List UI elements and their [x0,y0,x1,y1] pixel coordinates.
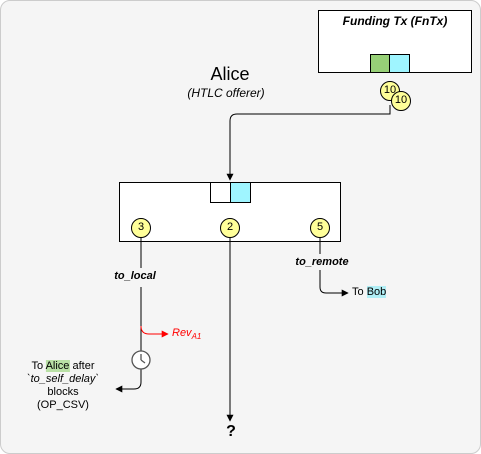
alice-name: Alice [45,360,70,372]
to-alice-prefix: To [31,360,46,372]
unknown-output-label: ? [226,423,236,440]
revocation-label: RevA1 [172,327,201,341]
output-5-number: 5 [316,221,324,233]
funding-output-cyan [389,54,410,73]
clock-icon [131,350,151,370]
to-remote-label: to_remote [295,256,349,268]
to-alice-line4: (OP_CSV) [37,399,89,411]
revocation-subscript: A1 [191,332,202,342]
bob-name: Bob [366,286,387,298]
to-alice-line1: To Alice after [27,360,99,373]
revocation-arrow [140,325,169,338]
output-circle-5 [310,218,330,238]
commitment-input-cyan [230,182,251,203]
output-2-number: 2 [226,221,234,233]
output-circle-3 [131,218,151,238]
timelock-to-alice-arrow [115,369,142,393]
revocation-text: Rev [172,327,192,339]
to-alice-label: To Alice after `to_self_delay` blocks (O… [27,360,99,412]
to-alice-line3: blocks [47,386,79,398]
output-3-number: 3 [137,221,145,233]
funding-circle-a-label: 10 [383,84,397,96]
funding-to-commitment-arrow [226,105,391,181]
output-circle-2 [220,218,240,238]
to-bob-prefix: To [352,286,367,298]
to-local-label: to_local [114,270,156,282]
to-remote-arrow [319,270,349,297]
funding-circle-b [391,91,411,111]
party-role: (HTLC offerer) [187,86,265,100]
commitment-input-white [210,182,231,203]
to-alice-line2: `to_self_delay` [26,373,100,385]
party-name: Alice [210,64,250,84]
funding-output-green [370,54,390,73]
to-alice-after: after [69,360,95,372]
funding-tx-title: Funding Tx (FnTx) [342,14,448,28]
funding-circle-b-label: 10 [394,94,408,106]
to-bob-label: To Bob [352,286,387,298]
